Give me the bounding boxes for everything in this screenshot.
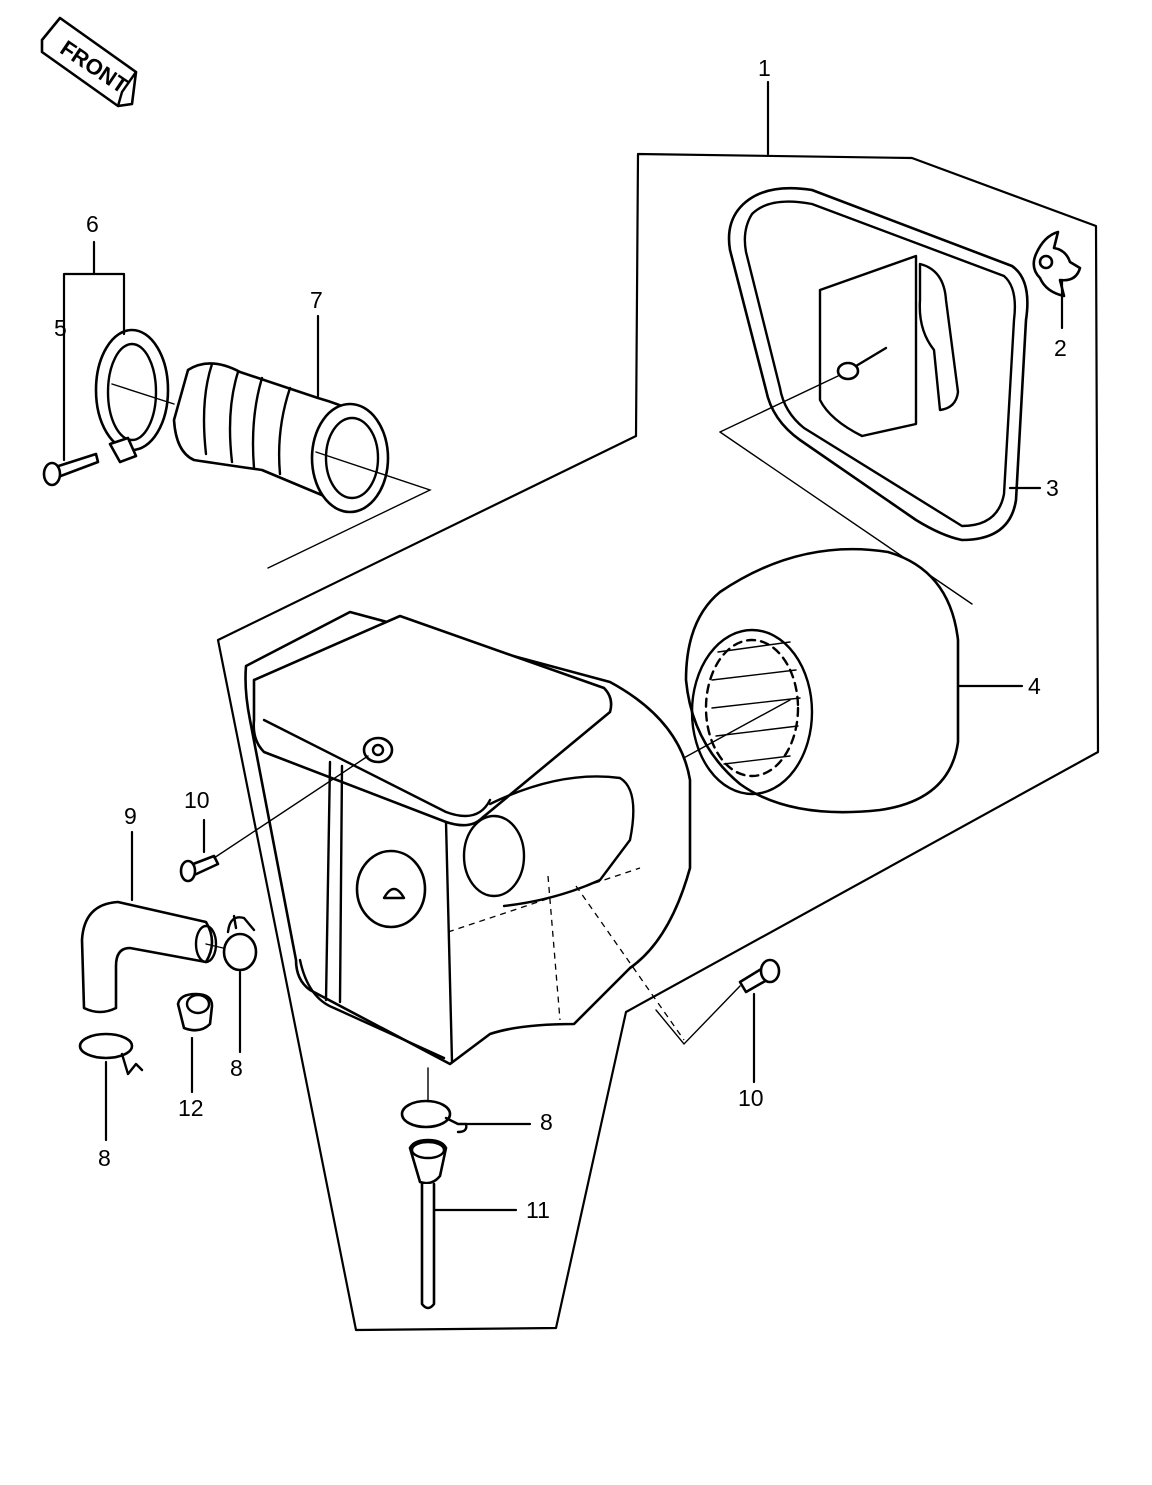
air-cleaner-housing: [244, 610, 692, 1066]
callout-number-7: 7: [310, 287, 323, 313]
intake-duct-part-7: [172, 362, 432, 569]
callout-number-12: 12: [178, 1095, 204, 1121]
assembly-outline-1: [216, 152, 1100, 1332]
callout-number-6: 6: [86, 211, 99, 237]
clamp-screw-part-5: [42, 452, 100, 487]
screw-part-10-upper: [179, 755, 369, 883]
callout-number-5: 5: [54, 315, 67, 341]
breather-hose-part-9: [80, 830, 241, 1014]
screw-part-10-lower: [655, 958, 781, 1084]
callout-number-10-lower: 10: [738, 1085, 764, 1111]
callout-number-10-upper: 10: [184, 787, 210, 813]
callout-number-9: 9: [124, 803, 137, 829]
callout-number-2: 2: [1054, 335, 1067, 361]
hose-clip-part-8-bottom: [400, 1067, 532, 1134]
callout-number-8-left: 8: [98, 1145, 111, 1171]
callout-bracket-6: [62, 240, 126, 346]
front-direction-badge: FRONT: [40, 16, 138, 108]
hose-clip-part-8-middle: [222, 914, 258, 1054]
filter-element-part-4: [679, 547, 960, 814]
callout-number-1: 1: [758, 55, 771, 81]
callout-number-3: 3: [1046, 475, 1059, 501]
wing-nut-part-2: [1032, 230, 1082, 298]
callout-number-4: 4: [1028, 673, 1041, 699]
callout-number-8-middle: 8: [230, 1055, 243, 1081]
callout-number-11: 11: [526, 1197, 550, 1223]
filter-cover-part-3: [719, 186, 1029, 605]
cap-part-12: [176, 992, 214, 1094]
hose-clamp-part-6: [94, 328, 175, 464]
callout-number-8-bottom: 8: [540, 1109, 553, 1135]
hose-clip-part-8-left: [78, 1032, 144, 1142]
drain-plug-part-11: [408, 1138, 518, 1310]
